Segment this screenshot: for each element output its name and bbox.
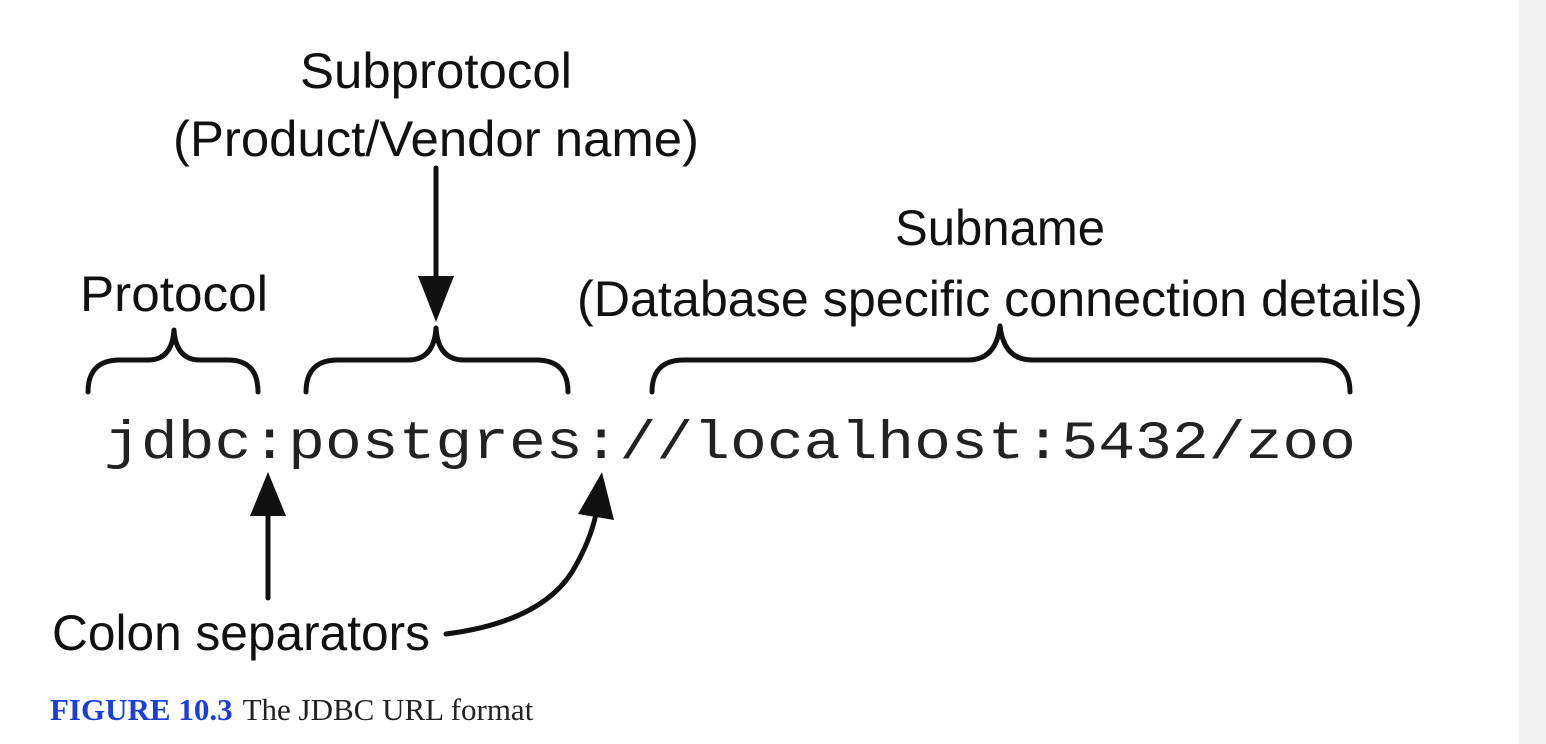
subname-title: Subname bbox=[895, 200, 1105, 256]
jdbc-url-diagram: Subprotocol (Product/Vendor name) Protoc… bbox=[52, 43, 1423, 661]
colon-separators-label: Colon separators bbox=[52, 605, 430, 661]
figure-caption-text: The JDBC URL format bbox=[242, 692, 534, 727]
second-colon-arrow-curve bbox=[443, 511, 599, 637]
figure-number: FIGURE 10.3 bbox=[50, 692, 233, 727]
subname-brace bbox=[649, 323, 1353, 395]
figure-caption: FIGURE 10.3 The JDBC URL format bbox=[50, 692, 533, 728]
first-colon-arrow-head bbox=[250, 472, 286, 516]
second-colon-arrow-head bbox=[578, 472, 614, 520]
subname-detail: (Database specific connection details) bbox=[577, 271, 1423, 327]
subprotocol-title: Subprotocol bbox=[300, 43, 572, 99]
page-margin-strip bbox=[1519, 0, 1546, 744]
protocol-label: Protocol bbox=[80, 266, 268, 322]
subprotocol-brace bbox=[303, 325, 571, 395]
subprotocol-detail: (Product/Vendor name) bbox=[173, 111, 699, 167]
protocol-brace bbox=[85, 327, 261, 395]
subprotocol-arrow-head bbox=[418, 276, 454, 322]
jdbc-url-text: jdbc:postgres://localhost:5432/zoo bbox=[104, 414, 1356, 475]
